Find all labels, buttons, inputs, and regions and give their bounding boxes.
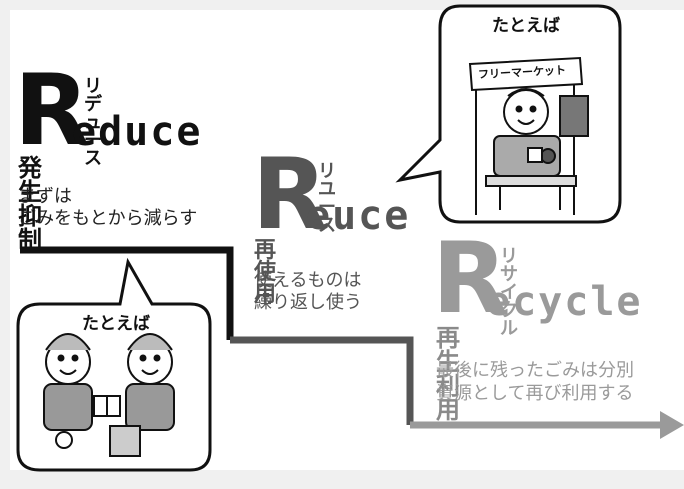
arrow-head-icon xyxy=(660,411,684,439)
recycle-kana: リサイクル xyxy=(500,246,518,339)
recycle-title: 再生利用 xyxy=(436,324,460,424)
left-bubble-label: たとえば xyxy=(82,314,150,334)
reduce-title: 発生抑制 xyxy=(18,154,42,254)
recycle-desc-line2: 資源として再び利用する xyxy=(436,383,634,404)
reuse-desc-line2: 繰り返し使う xyxy=(254,292,362,313)
reuse-step-line xyxy=(230,336,414,425)
reuse-desc-line1: 使えるものは xyxy=(254,270,362,291)
reuse-kana: リユース xyxy=(318,161,336,236)
reduce-desc-line1: まずは xyxy=(18,186,72,207)
gift-exchange-illustration xyxy=(43,333,175,457)
reduce-step-line xyxy=(20,246,234,340)
recycle-word: ecycle xyxy=(486,279,643,325)
reuse-title: 再使用 xyxy=(254,238,277,307)
reuse-big-r: R xyxy=(252,138,327,252)
reduce-big-r: R xyxy=(14,54,89,168)
flea-market-illustration xyxy=(468,56,589,215)
reduce-word: educe xyxy=(72,109,203,155)
recycle-desc-line1: 最後に残ったごみは分別 xyxy=(436,360,634,381)
right-bubble-label: たとえば xyxy=(492,16,560,36)
reuse-word: euce xyxy=(306,193,411,239)
reduce-kana: リデュース xyxy=(84,76,102,169)
recycle-big-r: R xyxy=(432,222,507,336)
reduce-desc-line2: ごみをもとから減らす xyxy=(18,208,198,229)
